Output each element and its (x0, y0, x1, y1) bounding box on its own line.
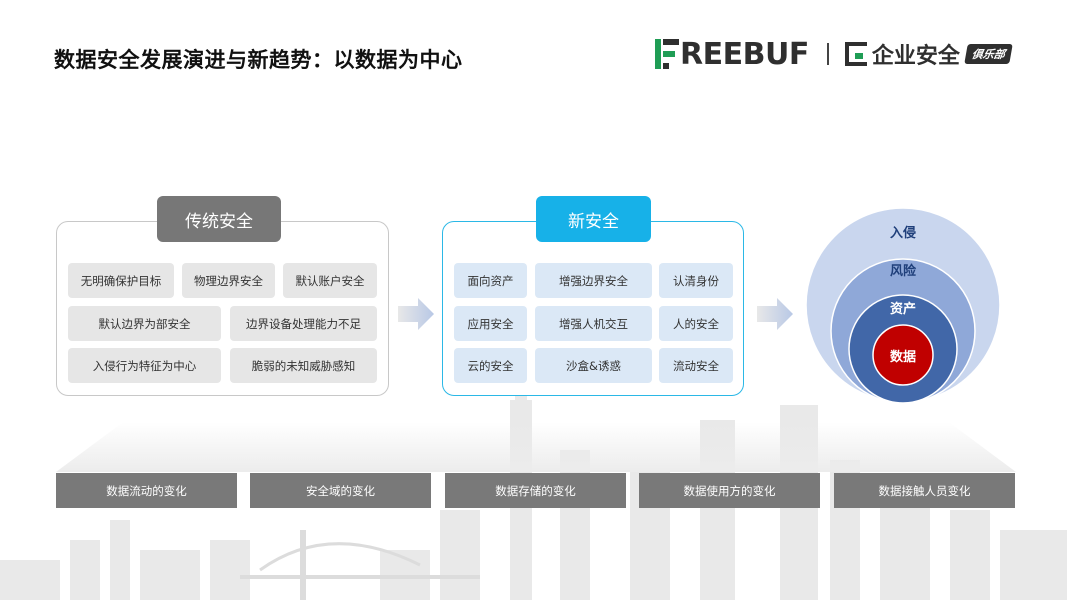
traditional-item: 物理边界安全 (182, 263, 275, 298)
new-security-header: 新安全 (536, 196, 651, 242)
traditional-item: 脆弱的未知威胁感知 (230, 348, 377, 383)
freebuf-f-icon (655, 39, 679, 69)
new-security-item: 认清身份 (659, 263, 733, 298)
data-core (872, 324, 934, 386)
logo-divider (826, 43, 829, 65)
enterprise-security-text: 企业安全 (871, 44, 960, 69)
traditional-item: 默认账户安全 (283, 263, 377, 298)
traditional-security-header: 传统安全 (157, 196, 281, 242)
new-security-item: 应用安全 (454, 306, 527, 341)
traditional-item: 默认边界为部安全 (68, 306, 221, 341)
enterprise-security-wordmark: 企业安全 俱乐部 (844, 38, 1013, 70)
risk-label: 风险 (889, 264, 916, 279)
change-bar: 数据存储的变化 (445, 473, 626, 508)
data-label: 数据 (889, 350, 916, 365)
freebuf-logo: REEBUF 企业安全 俱乐部 (655, 36, 1013, 72)
stage-floor (56, 422, 1016, 472)
club-badge: 俱乐部 (964, 44, 1013, 64)
new-security-item: 人的安全 (659, 306, 733, 341)
traditional-security-panel: 传统安全 无明确保护目标 物理边界安全 默认账户安全 默认边界为部安全 边界设备… (56, 196, 389, 396)
traditional-item: 边界设备处理能力不足 (230, 306, 377, 341)
new-security-item: 增强人机交互 (535, 306, 652, 341)
traditional-item: 无明确保护目标 (68, 263, 174, 298)
new-security-item: 沙盒&诱惑 (535, 348, 652, 383)
change-bar: 数据接触人员变化 (834, 473, 1015, 508)
enterprise-security-icon (844, 42, 867, 66)
traditional-item: 入侵行为特征为中心 (68, 348, 221, 383)
asset-label: 资产 (889, 302, 916, 317)
concentric-circles-graphic (805, 207, 1001, 404)
new-security-item: 增强边界安全 (535, 263, 652, 298)
page-title: 数据安全发展演进与新趋势：以数据为中心 (54, 48, 463, 72)
change-bar: 数据使用方的变化 (639, 473, 820, 508)
new-security-item: 流动安全 (659, 348, 733, 383)
data-centric-circles: 入侵 风险 资产 数据 (805, 207, 1001, 404)
right-arrow-icon (398, 298, 434, 330)
new-security-item: 面向资产 (454, 263, 527, 298)
freebuf-wordmark: REEBUF (655, 37, 809, 72)
intrusion-label: 入侵 (889, 226, 916, 241)
right-arrow-icon (757, 298, 793, 330)
new-security-panel: 新安全 面向资产 增强边界安全 认清身份 应用安全 增强人机交互 人的安全 云的… (442, 196, 744, 396)
change-bar: 安全域的变化 (250, 473, 431, 508)
change-bar: 数据流动的变化 (56, 473, 237, 508)
freebuf-brand-text: REEBUF (680, 36, 809, 72)
new-security-item: 云的安全 (454, 348, 527, 383)
